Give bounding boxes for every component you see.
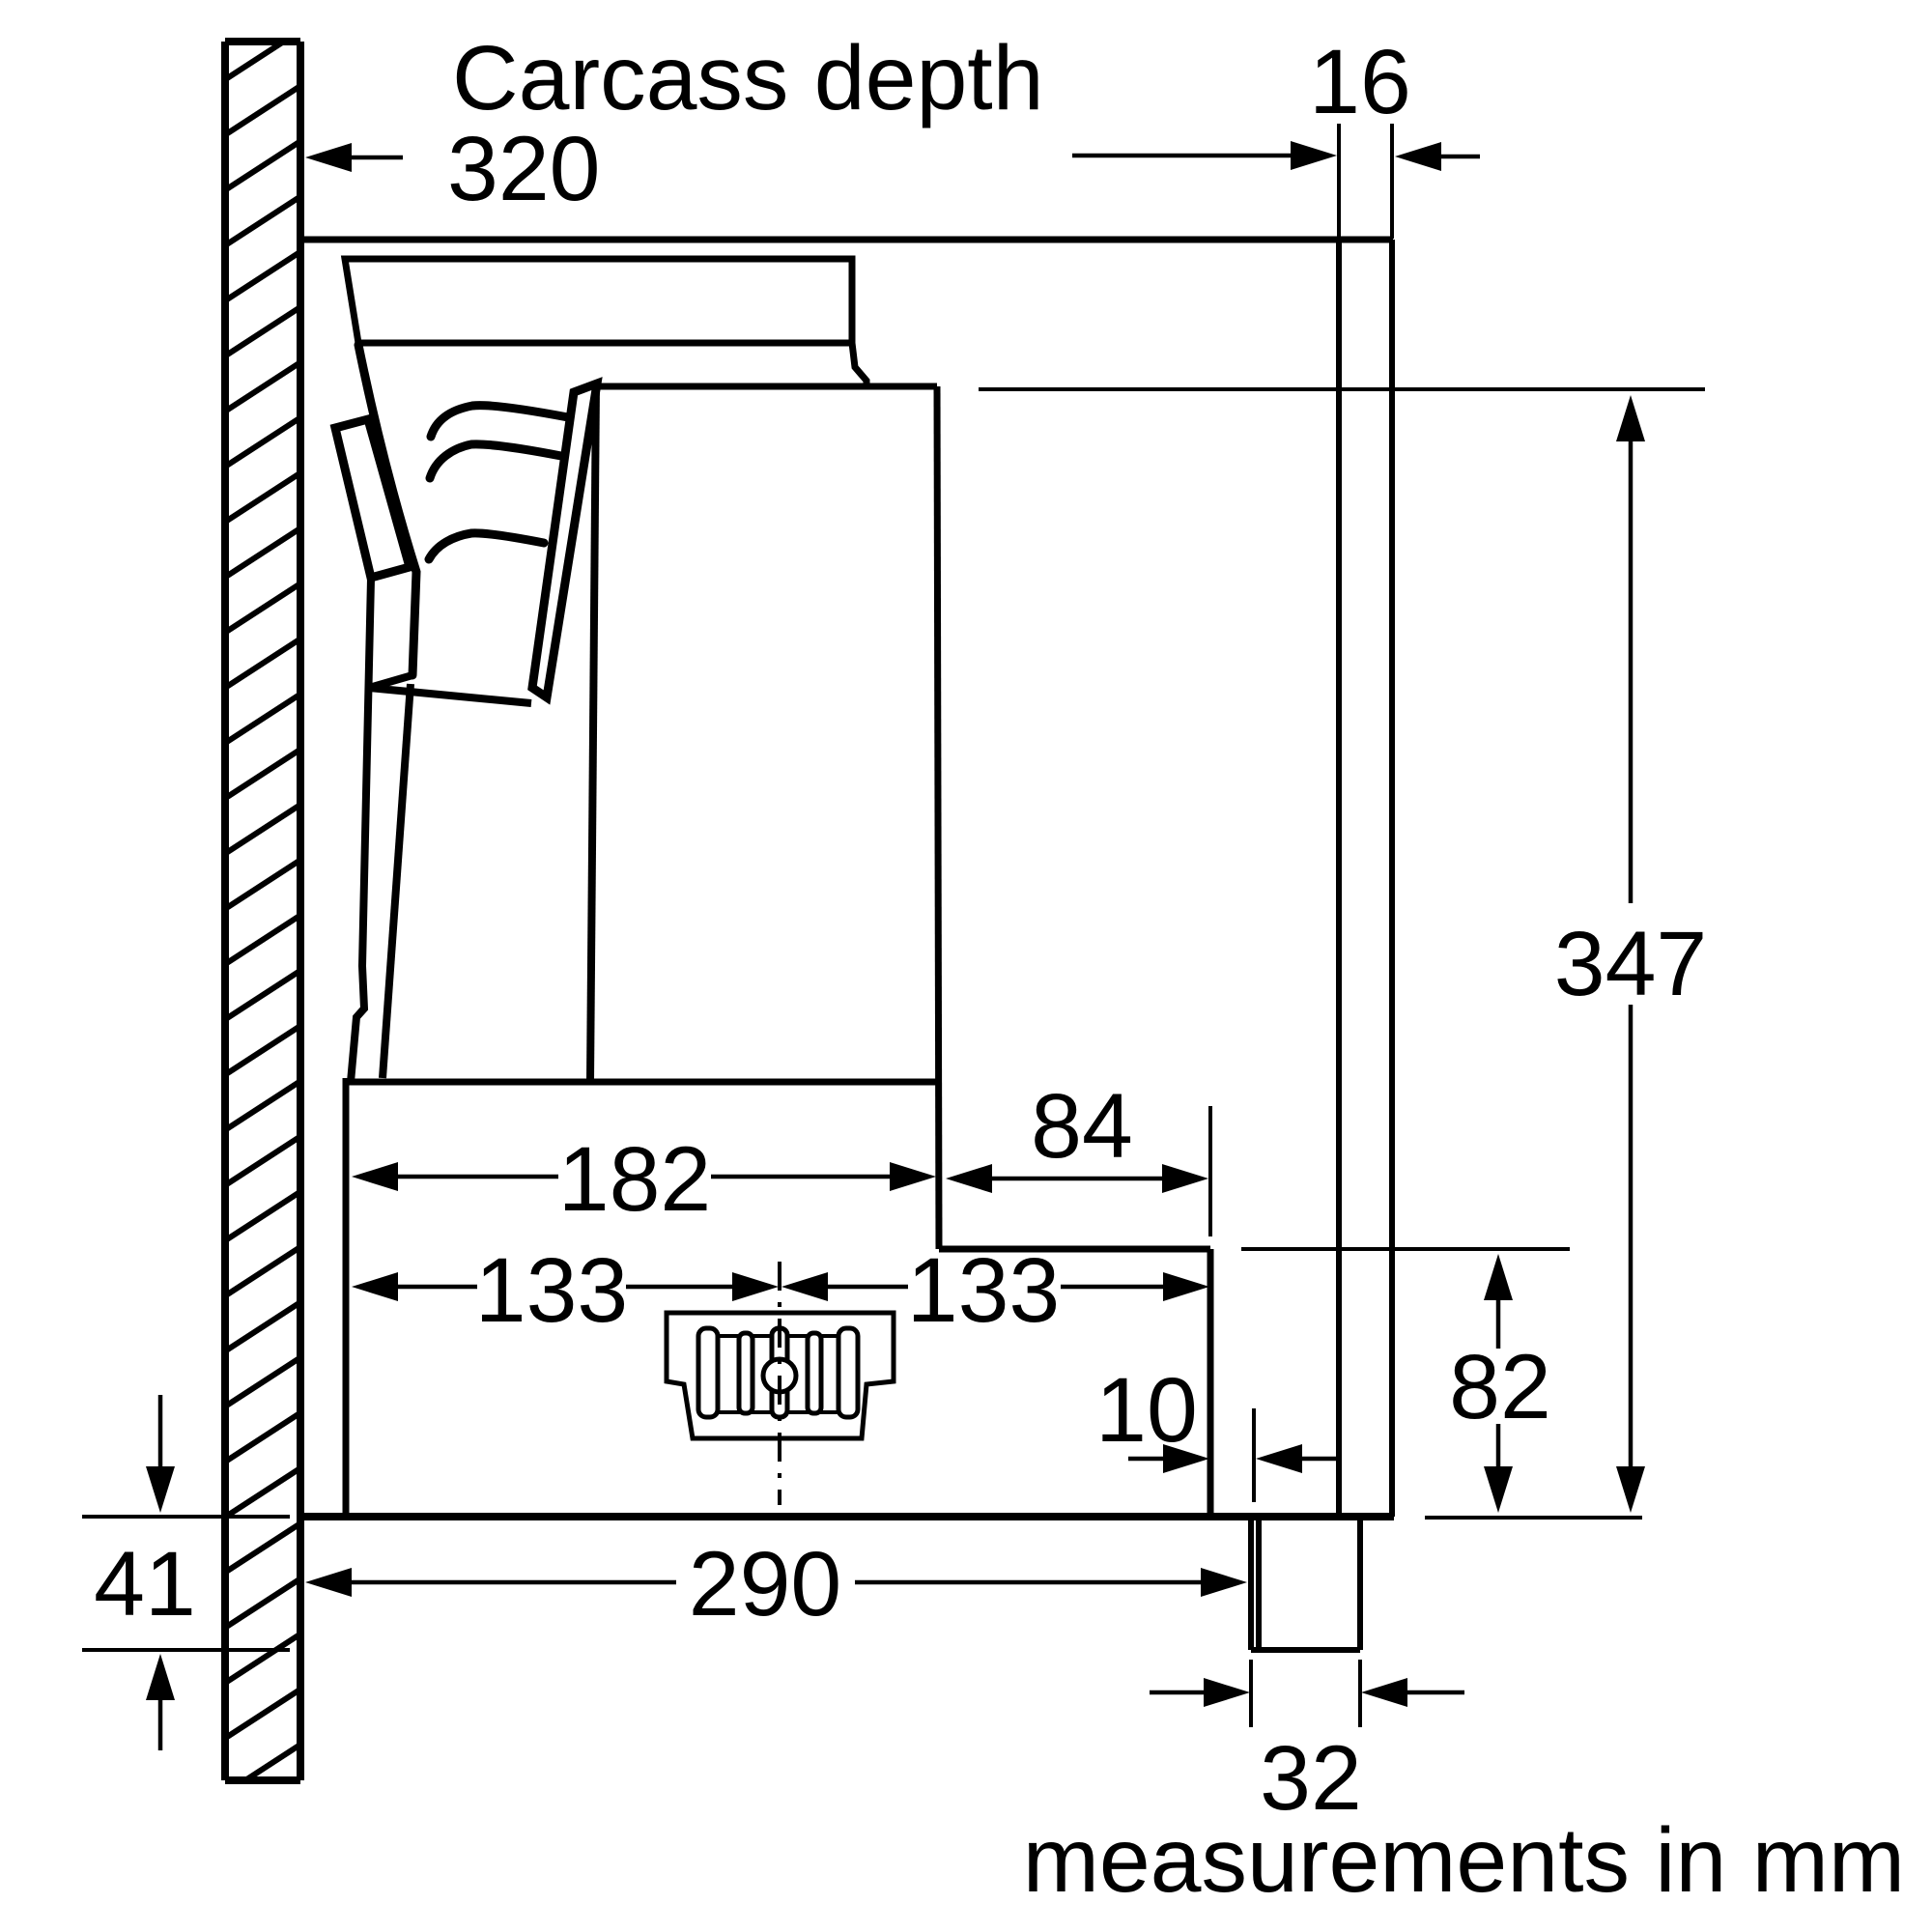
dim-value: 347 xyxy=(1554,913,1708,1015)
arrowhead-left-icon xyxy=(946,1164,992,1193)
dim-value: 41 xyxy=(94,1533,196,1635)
dim-value: 133 xyxy=(907,1239,1061,1342)
wall-section xyxy=(221,38,304,1784)
dim-protrusion-41: 41 xyxy=(82,1395,290,1750)
dim-duct-width-182: 182 xyxy=(352,1128,936,1231)
footer-note: measurements in mm xyxy=(1023,1809,1905,1912)
arrowhead-right-icon xyxy=(1201,1568,1247,1597)
arrowhead-left-icon xyxy=(1256,1444,1302,1473)
arrowhead-left-icon xyxy=(305,1568,352,1597)
duct-box-jog xyxy=(848,342,870,386)
upper-duct-box xyxy=(340,255,856,347)
connector-rib xyxy=(696,1325,721,1420)
dim-value: 32 xyxy=(1260,1727,1362,1830)
dim-offset-84: 84 xyxy=(946,1075,1212,1236)
connector-rib xyxy=(736,1330,755,1416)
dim-front-gap-10: 10 xyxy=(1095,1359,1341,1502)
pullout-front-edge xyxy=(586,383,600,1083)
hood-body xyxy=(329,255,1214,1515)
flap-support-strip xyxy=(527,377,603,705)
arrowhead-up-icon xyxy=(1484,1254,1513,1300)
arrowhead-left-icon xyxy=(352,1162,398,1191)
dim-line xyxy=(350,153,1293,160)
arrowhead-left-icon xyxy=(352,1272,398,1301)
wall-hatch xyxy=(229,45,297,1776)
pullout-left-guide xyxy=(347,578,375,1083)
dim-strip-depth-32: 32 xyxy=(1150,1660,1464,1830)
arrowhead-down-icon xyxy=(146,1466,175,1513)
dim-front-panel-16: 16 xyxy=(1309,31,1480,239)
extension-lines xyxy=(82,1515,290,1652)
cabinet xyxy=(300,236,1395,1653)
connector-rib xyxy=(805,1330,824,1416)
pullout-inner-guide xyxy=(379,683,414,1079)
dim-hood-height-347: 347 xyxy=(979,387,1708,1520)
pullout-bottom-edge xyxy=(367,671,532,707)
dim-value: 10 xyxy=(1095,1359,1198,1462)
arrowhead-right-icon xyxy=(732,1272,779,1301)
dim-value: 290 xyxy=(689,1533,842,1635)
dim-value: 16 xyxy=(1309,31,1411,133)
arrowhead-right-icon xyxy=(1291,141,1337,170)
arrowhead-left-icon xyxy=(1395,142,1441,171)
wall-outline xyxy=(221,38,304,1784)
connector-rib xyxy=(836,1325,861,1420)
arrowhead-left-icon xyxy=(305,143,352,172)
valve-flap-bottom xyxy=(424,528,549,564)
dim-carcass-depth: Carcass depth 320 xyxy=(305,27,1337,220)
dim-lower-height-82: 82 xyxy=(1241,1247,1570,1513)
hood-front-strip-below-shelf xyxy=(1248,1520,1363,1653)
dim-value: 133 xyxy=(475,1239,629,1342)
arrowhead-up-icon xyxy=(1616,395,1645,441)
arrowhead-right-icon xyxy=(1163,1272,1209,1301)
arrowhead-left-icon xyxy=(1361,1678,1407,1707)
dim-centre-right-133: 133 xyxy=(781,1239,1209,1342)
dim-label: Carcass depth xyxy=(452,27,1044,129)
extension-lines xyxy=(1249,1660,1362,1727)
arrowhead-right-icon xyxy=(1162,1164,1208,1193)
dim-base-depth-290: 290 xyxy=(305,1533,1247,1635)
extension-lines xyxy=(1337,124,1394,239)
arrowhead-right-icon xyxy=(1163,1444,1209,1473)
valve-flap-top xyxy=(426,401,573,441)
valve-flap-middle xyxy=(425,440,566,483)
dim-value: 182 xyxy=(558,1128,712,1231)
dim-value: 320 xyxy=(447,118,601,220)
duct-connector xyxy=(664,1262,896,1505)
arrowhead-left-icon xyxy=(781,1272,828,1301)
arrowhead-up-icon xyxy=(146,1654,175,1700)
arrowhead-down-icon xyxy=(1484,1466,1513,1513)
arrowhead-down-icon xyxy=(1616,1466,1645,1513)
dim-centre-left-133: 133 xyxy=(352,1239,779,1342)
arrowhead-right-icon xyxy=(890,1162,936,1191)
dim-value: 82 xyxy=(1449,1336,1551,1438)
wall-bracket xyxy=(329,413,415,583)
dim-value: 84 xyxy=(1031,1075,1133,1178)
arrowhead-right-icon xyxy=(1204,1678,1250,1707)
funnel-curve xyxy=(354,340,421,680)
hood-right-edge xyxy=(933,385,943,1250)
